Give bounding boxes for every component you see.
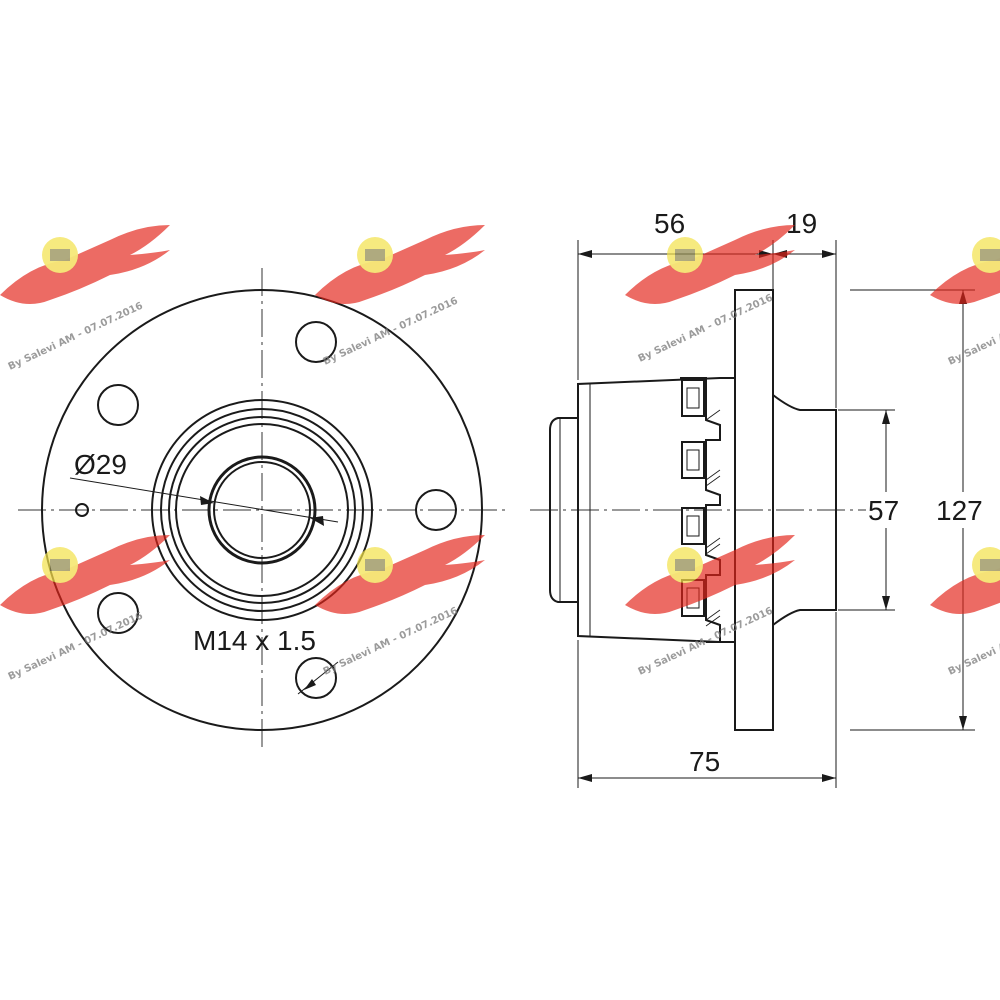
front-view: Ø29 M14 x 1.5 [18,268,505,752]
tooth-1 [681,379,705,417]
tooth-2 [681,441,705,479]
dim-127-label: 127 [936,495,983,526]
watermark-logo [0,535,170,614]
hub-ring-4 [175,423,349,597]
watermarks: By Salevi AM - 07.07.2016 By Salevi AM -… [0,225,1000,683]
watermark-text: By Salevi AM - 07.07.2016 [947,295,1000,367]
thread-arrow [304,679,316,690]
hub-ring-2 [160,408,364,612]
bolt-hole-top-right [295,321,337,363]
watermark-text: By Salevi AM - 07.07.2016 [7,300,145,372]
watermark-logo [930,225,1000,304]
hub-ring-3 [168,416,356,604]
tooth-3 [681,507,705,545]
tone-ring [680,377,721,643]
bore-arrow-right [310,516,324,526]
small-pilot-hole [75,503,89,517]
bore-diameter-label: Ø29 [74,449,127,480]
dim-56-label: 56 [654,208,685,239]
bolt-hole-bottom-right [295,657,337,699]
dim-57-label: 57 [868,495,899,526]
bore-outer [207,455,317,565]
dim-75-label: 75 [689,746,720,777]
watermark-logo [0,225,170,304]
flange-outer-circle [41,289,483,731]
bolt-hole-right [415,489,457,531]
side-spigot [772,394,837,626]
watermark-logo [315,225,485,304]
bolt-hole-top-left [97,384,139,426]
watermark-logo [930,535,1000,614]
side-view: 56 19 75 57 127 [530,208,996,788]
side-left-cap [549,417,578,603]
thread-label: M14 x 1.5 [193,625,316,656]
bolt-hole-bottom-left [97,592,139,634]
side-flange-plate [734,289,774,731]
dim-19-label: 19 [786,208,817,239]
watermark-logo [625,535,795,614]
bore-inner [213,461,311,559]
side-hub-body [577,377,735,643]
watermark-text: By Salevi AM - 07.07.2016 [7,610,145,682]
watermark-text: By Salevi AM - 07.07.2016 [322,295,460,367]
watermark-text: By Salevi AM - 07.07.2016 [947,605,1000,677]
hub-ring-outer [151,399,373,621]
bore-arrow-left [200,496,214,505]
thread-leader-line [297,661,339,695]
